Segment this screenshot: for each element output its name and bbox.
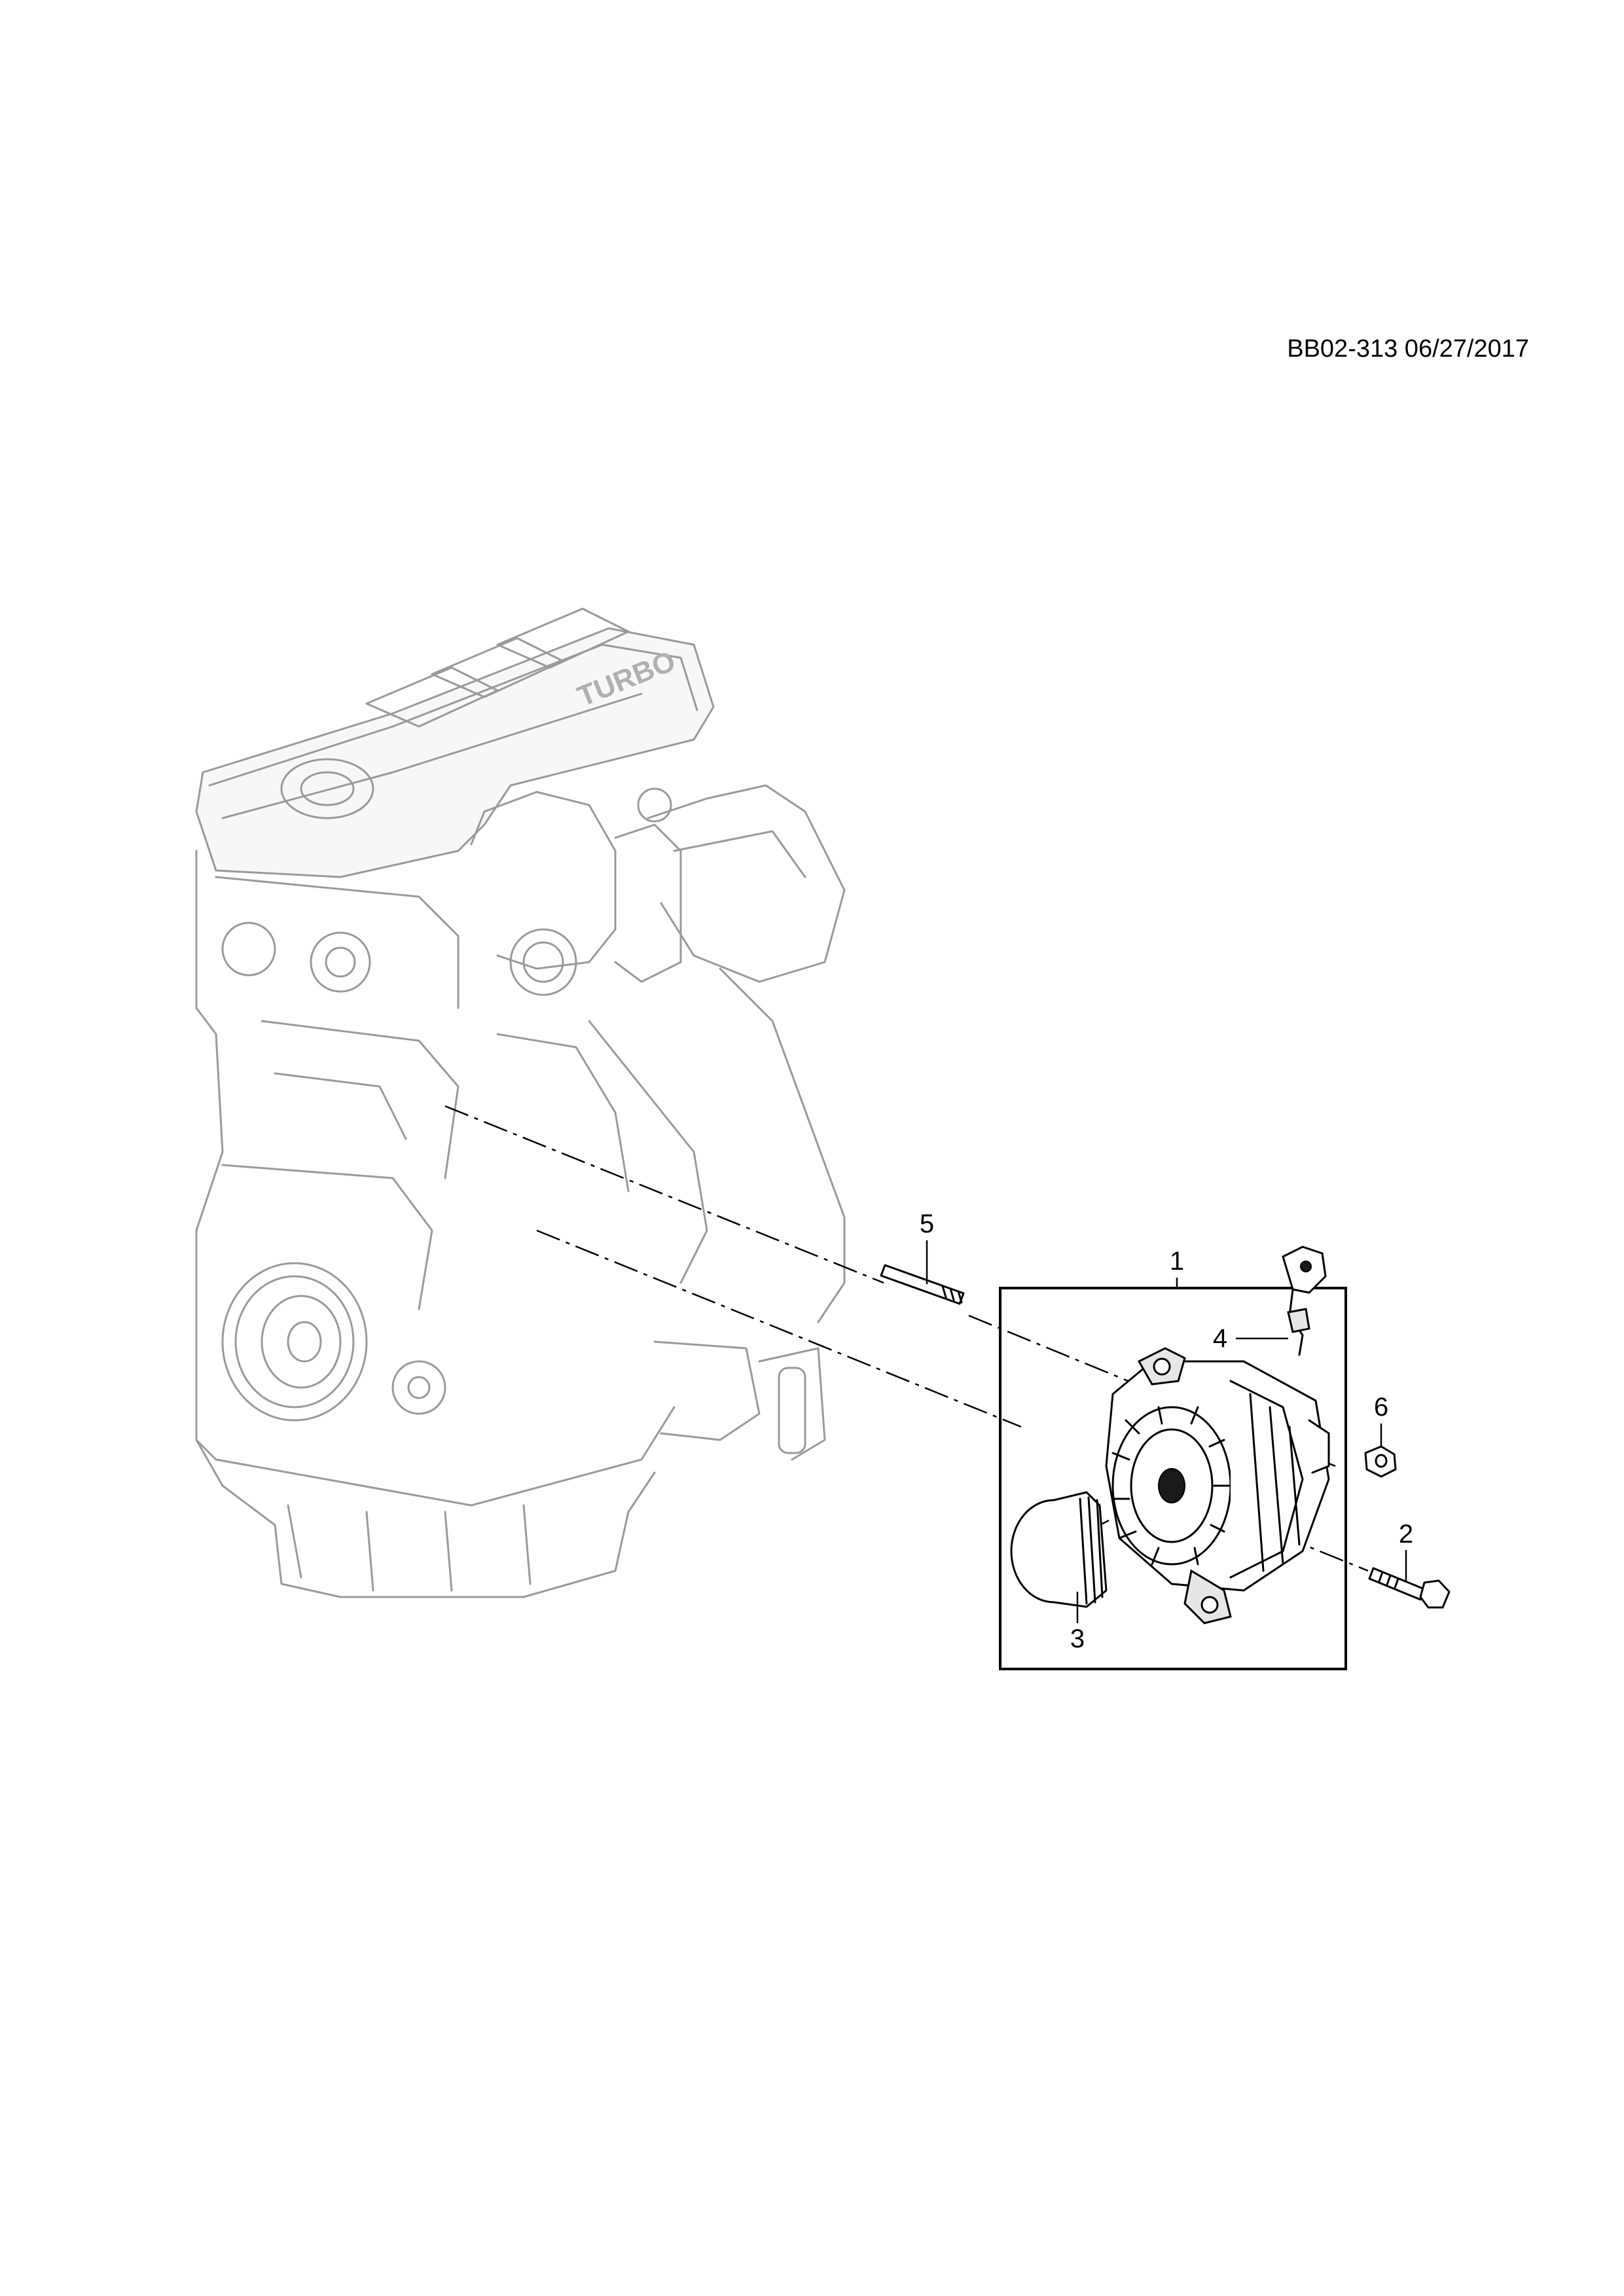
pulley-icon [1010,1491,1108,1608]
cover-vent-3 [496,607,630,669]
callout-1-label: 1 [1170,1247,1184,1276]
callout-3-label: 3 [1070,1624,1085,1653]
connector-icon [1282,1246,1327,1356]
alternator-icon [1105,1347,1330,1624]
oil-pan [195,1439,656,1598]
connector-pin [1300,1261,1312,1272]
alternator-rear-fins [1249,1393,1301,1572]
engine-block-illustration: TURBO [195,607,846,1598]
diagram-reference-code: BB02-313 06/27/2017 [1287,335,1529,363]
heat-shield-rib [673,830,806,878]
callout-2: 2 [1399,1520,1413,1583]
bolt-icon [1368,1567,1451,1609]
exhaust-manifold-line [588,1020,708,1284]
callout-5: 5 [920,1210,934,1284]
block-rib-1 [261,1020,460,1179]
harness-clip [1287,1308,1310,1333]
stud-shank [880,1264,965,1305]
block-rib-4 [496,1033,630,1193]
alternator-rear-housing [1229,1380,1304,1579]
idler-pulley [391,1360,446,1415]
nut-icon [1364,1445,1397,1478]
engine-cover-ridge [208,643,698,787]
lower-bracket [758,1347,826,1461]
mount-hole-top [1153,1357,1171,1376]
engine-right-outline [719,967,846,1323]
callout-1: 1 [1170,1247,1184,1288]
oil-pan-ribs [287,1504,532,1592]
alternator-shaft [1158,1468,1185,1503]
callout-6: 6 [1374,1393,1388,1448]
alternator-kit-box [999,1287,1347,1670]
assembly-line-upper-left [444,1105,884,1284]
throttle-actuator [614,823,682,983]
cam-gear-1 [221,922,276,977]
bolt-head [1419,1579,1451,1609]
throttle-body-bore [522,941,564,983]
engine-cover-ridge-2 [221,692,643,819]
cam-housing-line [215,876,460,1009]
lower-housing [653,1340,761,1441]
alternator-terminal [1308,1419,1330,1474]
nut-hole [1375,1454,1388,1468]
intake-plenum [470,791,617,970]
pulley-grooves [1079,1496,1104,1605]
callout-2-label: 2 [1399,1520,1413,1549]
callout-4: 4 [1213,1324,1288,1353]
stud-threads [941,1285,963,1304]
assembly-line-upper-right [968,1314,1336,1467]
engine-left-outline [195,850,676,1507]
bolt-threads [1378,1571,1399,1589]
cam-gear-2-hub [325,946,356,978]
turbo-heat-shield [647,784,846,983]
block-rib-3 [221,1164,433,1310]
callout-4-label: 4 [1213,1324,1227,1353]
block-rib-2 [274,1072,407,1140]
idler-pulley-hub [407,1376,431,1399]
sensor-port [637,787,672,823]
crankshaft-pulley [221,1262,368,1422]
callout-6-label: 6 [1374,1393,1388,1422]
oil-filler-cap-inner [300,771,355,806]
throttle-body [509,928,577,996]
alternator-vents [1111,1406,1232,1566]
dipstick-tube [778,1367,806,1454]
callout-5-label: 5 [920,1210,934,1238]
oil-filler-cap [280,758,374,819]
assembly-line-lower-left [536,1229,1022,1428]
callout-3: 3 [1070,1592,1085,1653]
cam-gear-2 [310,931,371,993]
stud-icon [880,1264,965,1305]
mount-hole-bottom [1200,1596,1219,1614]
